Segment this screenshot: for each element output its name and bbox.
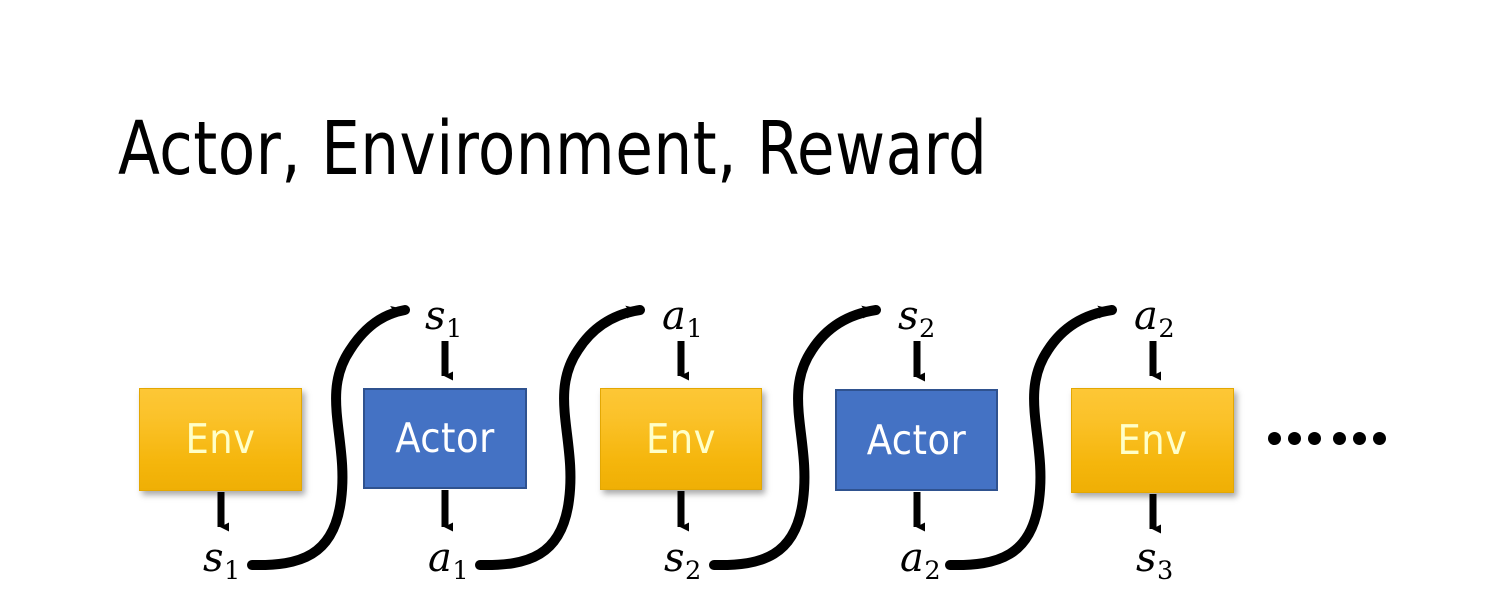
node-actor-1[interactable]: Actor bbox=[363, 388, 527, 489]
output-arrows bbox=[217, 490, 1161, 534]
input-arrows bbox=[441, 341, 1161, 382]
node-label: Actor bbox=[866, 415, 967, 464]
ellipsis-dot bbox=[1268, 432, 1281, 445]
label-bottom-a2: a2 bbox=[900, 535, 941, 586]
ellipsis-group bbox=[1333, 432, 1393, 445]
node-env-1[interactable]: Env bbox=[139, 388, 302, 491]
label-bottom-a1: a1 bbox=[428, 535, 469, 586]
label-top-a1: a1 bbox=[662, 293, 703, 344]
ellipsis-dot bbox=[1373, 432, 1386, 445]
ellipsis-group bbox=[1268, 432, 1328, 445]
node-label: Env bbox=[645, 414, 716, 463]
node-label: Env bbox=[1117, 416, 1188, 464]
continuation-ellipsis-icon bbox=[1268, 432, 1393, 445]
ellipsis-dot bbox=[1308, 432, 1321, 445]
label-top-s1: s1 bbox=[425, 293, 463, 344]
ellipsis-dot bbox=[1353, 432, 1366, 445]
node-env-2[interactable]: Env bbox=[600, 388, 762, 490]
ellipsis-dot bbox=[1333, 432, 1346, 445]
label-bottom-s2: s2 bbox=[664, 535, 702, 586]
node-label: Actor bbox=[395, 414, 495, 462]
node-env-3[interactable]: Env bbox=[1071, 388, 1234, 493]
label-top-a2: a2 bbox=[1134, 293, 1175, 344]
label-bottom-s3: s3 bbox=[1136, 535, 1174, 586]
node-actor-2[interactable]: Actor bbox=[835, 389, 998, 491]
label-bottom-s1: s1 bbox=[203, 535, 241, 586]
ellipsis-dot bbox=[1288, 432, 1301, 445]
label-top-s2: s2 bbox=[898, 293, 936, 344]
page-title: Actor, Environment, Reward bbox=[118, 106, 988, 192]
node-label: Env bbox=[185, 415, 256, 463]
